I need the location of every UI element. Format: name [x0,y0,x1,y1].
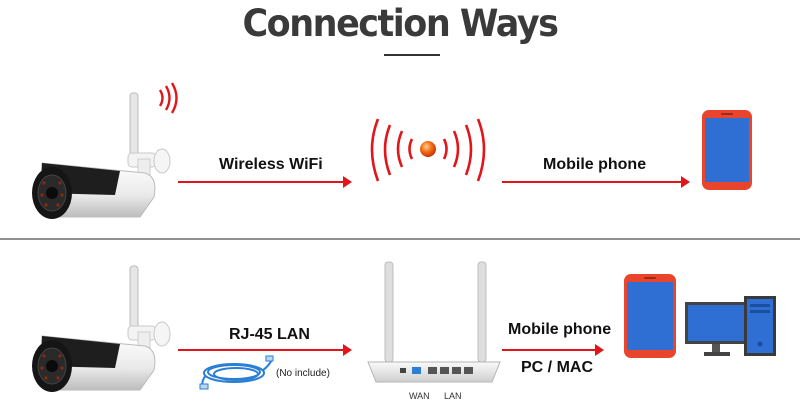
wan-port-label: WAN [409,391,430,401]
title-underline [384,54,440,56]
rj45-lan-label: RJ-45 LAN [229,326,310,343]
mobile-phone-icon-2 [624,274,676,358]
mobile-phone-label-1: Mobile phone [543,156,647,173]
pc-mac-label: PC / MAC [521,359,593,376]
arrow-devices [502,344,604,356]
wireless-signal-icon [370,118,486,182]
signal-waves-icon [158,82,178,114]
arrow-mobile [502,176,690,188]
camera-icon [32,265,171,392]
arrow-lan [178,344,352,356]
router-icon [367,261,501,383]
desktop-pc-icon [685,296,776,356]
ethernet-cable-icon [199,355,274,390]
wireless-wifi-label: Wireless WiFi [219,156,323,173]
wifi-camera-icon [32,92,171,219]
arrow-wifi [178,176,352,188]
page-title: Connection Ways [242,2,559,46]
mobile-phone-label-2: Mobile phone [508,321,612,338]
section-divider [0,238,800,240]
lan-port-label: LAN [444,391,462,401]
no-include-label: (No include) [276,368,330,379]
mobile-phone-icon [702,110,752,190]
